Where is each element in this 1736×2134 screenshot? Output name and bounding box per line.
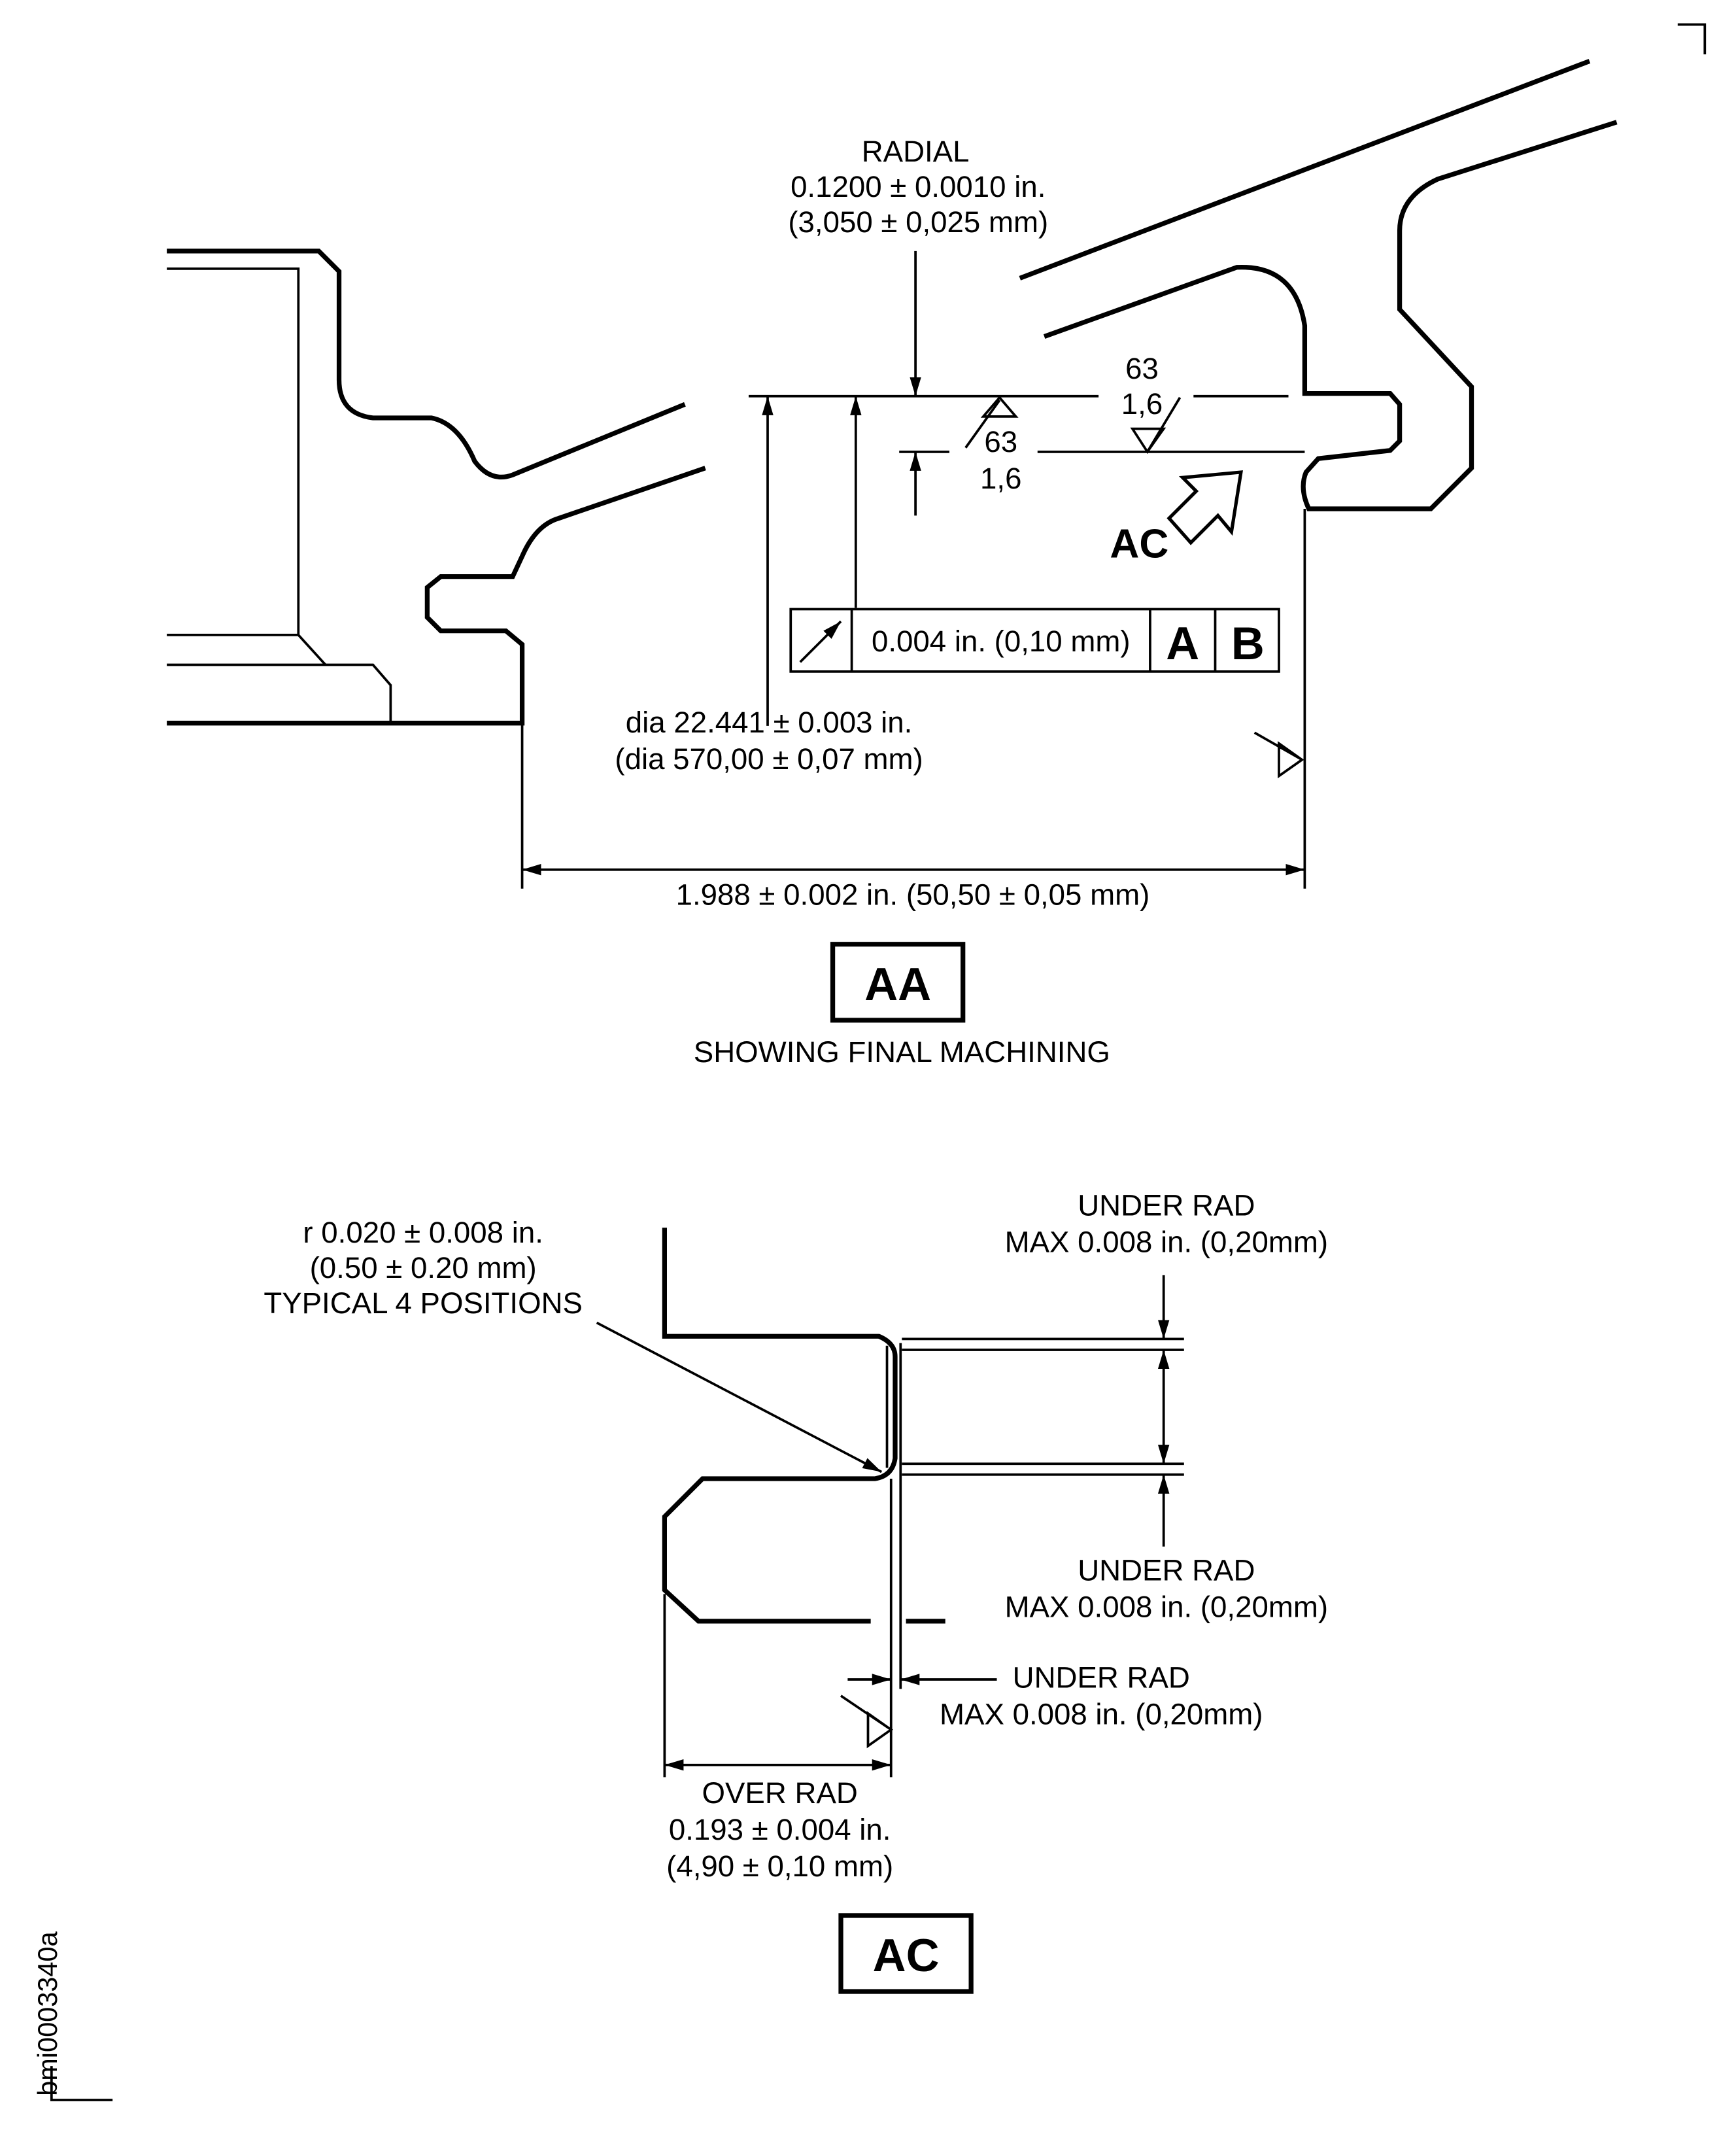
under-rad-title: UNDER RAD (1078, 1554, 1255, 1587)
over-rad-inch: 0.193 ± 0.004 in. (669, 1813, 891, 1846)
over-rad-title: OVER RAD (702, 1776, 858, 1810)
view-ac-dimensions (663, 1275, 1184, 1778)
view-aa-caption: SHOWING FINAL MACHINING (694, 1035, 1110, 1069)
fcf-datum-b: B (1231, 617, 1265, 669)
figure-id-bracket (50, 2066, 113, 2101)
under-rad-title: UNDER RAD (1013, 1661, 1190, 1694)
fcf-datum-a: A (1166, 617, 1199, 669)
diameter-inch: dia 22.441 ± 0.003 in. (626, 706, 913, 739)
surface-finish-symbol (964, 396, 1019, 449)
width-dimension: 1.988 ± 0.002 in. (50,50 ± 0,05 mm) (676, 878, 1150, 912)
radial-label: RADIAL (862, 135, 970, 168)
figure-id: bmi0003340a (32, 1931, 63, 2096)
surface-finish-value: 1,6 (1121, 387, 1163, 421)
surface-finish-value: 63 (984, 425, 1017, 458)
surface-finish-value: 63 (1125, 352, 1159, 385)
surface-finish-symbol (1253, 731, 1304, 779)
surface-finish-symbol (1130, 396, 1182, 455)
under-rad-value: MAX 0.008 in. (0,20mm) (1005, 1591, 1328, 1624)
diameter-mm: (dia 570,00 ± 0,07 mm) (615, 742, 923, 776)
runout-arrow-icon (799, 620, 842, 663)
view-ac-label: AC (873, 1929, 940, 1981)
over-rad-mm: (4,90 ± 0,10 mm) (666, 1850, 893, 1883)
surface-finish-symbol (840, 1695, 893, 1749)
view-aa-dimensions (520, 250, 1306, 889)
view-aa-label: AA (864, 958, 931, 1010)
under-rad-value: MAX 0.008 in. (0,20mm) (1005, 1226, 1328, 1259)
view-aa-part-outline (167, 59, 1618, 726)
fcf-tolerance: 0.004 in. (0,10 mm) (872, 625, 1131, 658)
radial-mm-value: (3,050 ± 0,025 mm) (788, 205, 1048, 239)
view-arrow-label: AC (1110, 522, 1168, 567)
view-ac-box (838, 1913, 974, 1994)
surface-finish-value: 1,6 (980, 462, 1021, 495)
radius-note: r 0.020 ± 0.008 in. (303, 1216, 543, 1249)
feature-control-frame: 0.004 in. (0,10 mm) A B (789, 608, 1280, 673)
view-direction-arrow-icon (1166, 470, 1243, 545)
radius-leader (596, 1321, 883, 1473)
radius-note: (0.50 ± 0.20 mm) (310, 1251, 537, 1284)
radius-note: TYPICAL 4 POSITIONS (264, 1286, 583, 1320)
corner-mark (1677, 23, 1707, 55)
under-rad-value: MAX 0.008 in. (0,20mm) (940, 1697, 1263, 1730)
view-ac-part-outline (662, 1228, 945, 1624)
view-aa-box (830, 942, 966, 1023)
radial-inch-value: 0.1200 ± 0.0010 in. (791, 170, 1046, 203)
under-rad-title: UNDER RAD (1078, 1189, 1255, 1222)
